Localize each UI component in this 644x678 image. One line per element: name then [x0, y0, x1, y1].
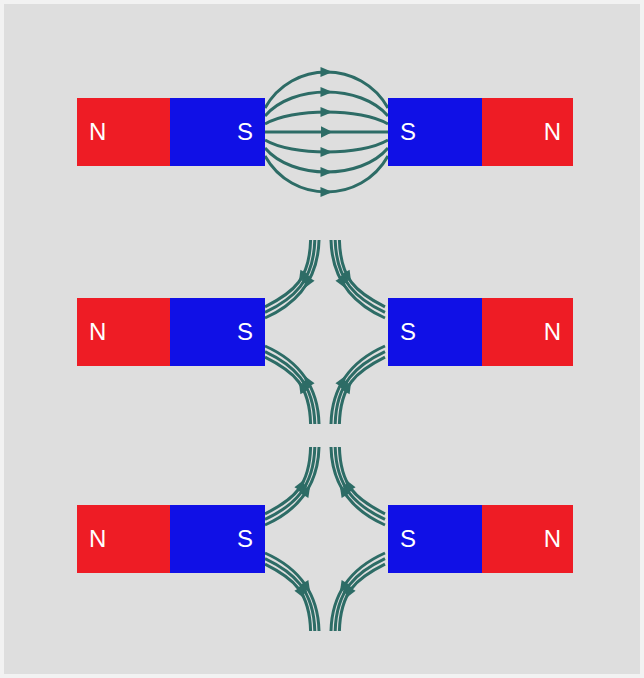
field-line: [339, 357, 385, 424]
field-line: [265, 447, 315, 519]
field-line: [265, 447, 311, 514]
pole-letter: S: [400, 527, 416, 551]
pole-letter: N: [544, 120, 561, 144]
pole-letter: S: [237, 120, 253, 144]
north-pole: N: [482, 98, 573, 166]
field-line: [339, 447, 385, 514]
field-line: [335, 447, 385, 519]
field-arrow: [320, 167, 332, 177]
field-arrow: [320, 67, 332, 77]
south-pole: S: [388, 298, 482, 366]
south-pole: S: [388, 505, 482, 573]
pole-letter: N: [89, 120, 106, 144]
north-pole: N: [77, 98, 170, 166]
field-line: [331, 553, 385, 631]
south-pole: S: [170, 298, 265, 366]
field-line: [265, 131, 388, 134]
field-line: [265, 357, 311, 424]
field-arrow: [320, 107, 332, 117]
pole-letter: S: [400, 320, 416, 344]
field-arrow: [341, 270, 356, 285]
south-pole: S: [388, 98, 482, 166]
field-line: [265, 559, 315, 631]
field-line: [339, 240, 385, 307]
field-arrow: [341, 477, 356, 492]
pole-letter: N: [89, 527, 106, 551]
field-arrow: [341, 586, 356, 601]
field-arrow: [294, 477, 309, 492]
south-pole: S: [170, 505, 265, 573]
pole-letter: N: [89, 320, 106, 344]
field-line: [265, 352, 315, 424]
field-line: [265, 156, 388, 192]
field-arrow: [294, 270, 309, 285]
field-line: [265, 240, 315, 312]
field-line: [265, 564, 311, 631]
field-line: [339, 564, 385, 631]
south-pole: S: [170, 98, 265, 166]
field-line: [265, 553, 319, 631]
field-arrow: [341, 379, 356, 394]
field-line: [335, 559, 385, 631]
pole-letter: N: [544, 527, 561, 551]
field-line: [265, 447, 319, 525]
field-arrow: [320, 87, 332, 97]
field-arrow: [320, 187, 332, 197]
field-arrow: [294, 379, 309, 394]
field-line: [331, 346, 385, 424]
field-arrow: [294, 586, 309, 601]
pole-letter: S: [237, 527, 253, 551]
field-line: [331, 240, 385, 318]
field-line: [265, 240, 311, 307]
north-pole: N: [482, 298, 573, 366]
north-pole: N: [77, 298, 170, 366]
field-line: [265, 148, 388, 172]
north-pole: N: [77, 505, 170, 573]
field-line: [335, 352, 385, 424]
field-line: [335, 240, 385, 312]
field-line: [265, 346, 319, 424]
north-pole: N: [482, 505, 573, 573]
pole-letter: S: [400, 120, 416, 144]
field-arrow: [320, 147, 332, 157]
field-line: [331, 447, 385, 525]
pole-letter: N: [544, 320, 561, 344]
field-line: [265, 240, 319, 318]
pole-letter: S: [237, 320, 253, 344]
